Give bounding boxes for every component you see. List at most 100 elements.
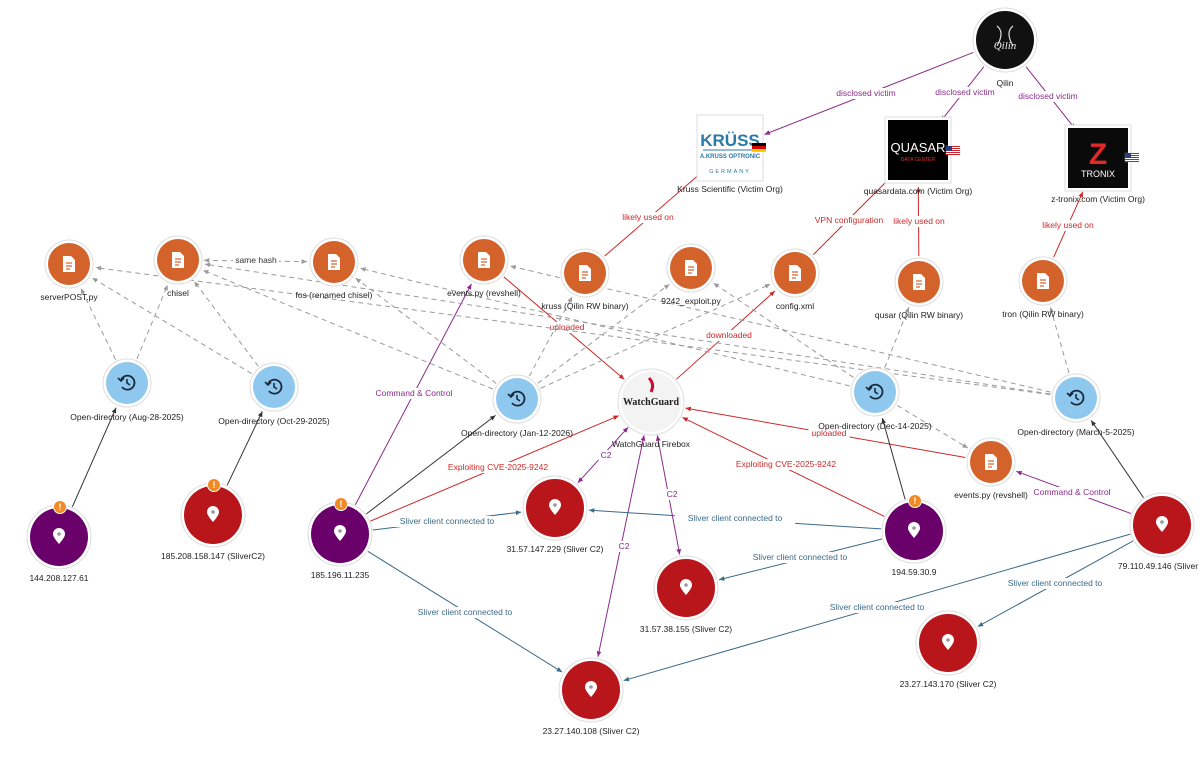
edge-watchguard-ip6[interactable]: C2 <box>596 435 646 657</box>
node-od2[interactable]: Open-directory (Oct-29-2025) <box>218 362 330 426</box>
edge-od5-chisel[interactable] <box>204 262 1051 395</box>
edge-line[interactable] <box>1090 420 1144 498</box>
edge-od3-fos[interactable] <box>355 277 497 384</box>
node-ip2[interactable]: !185.208.158.147 (SliverC2) <box>161 478 265 562</box>
edge-line[interactable] <box>881 417 906 500</box>
node-chisel[interactable]: chisel <box>153 235 203 298</box>
edge-line[interactable] <box>528 296 573 377</box>
edge-line[interactable] <box>1049 306 1070 374</box>
edge-line[interactable] <box>136 284 169 360</box>
edge-ip8-ip6[interactable]: Sliver client connected to <box>623 533 1131 682</box>
node-ip8[interactable]: 79.110.49.146 (Sliver C2) <box>1118 492 1200 571</box>
edge-line[interactable] <box>95 265 1051 396</box>
edge-tron-ztronix[interactable]: likely used on <box>1034 191 1102 258</box>
node-od4[interactable]: Open-directory (Dec-14-2025) <box>818 367 932 431</box>
node-serverpost[interactable]: serverPOST.py <box>40 239 98 302</box>
edge-ip7-od4[interactable] <box>881 417 906 500</box>
edge-od3-krussbin[interactable] <box>528 296 573 377</box>
edge-od4-fos[interactable] <box>360 267 850 387</box>
watchguard-logo[interactable] <box>621 372 681 432</box>
edge-od1-serverpost[interactable] <box>80 288 117 360</box>
qilin-logo[interactable] <box>976 11 1034 69</box>
node-events1[interactable]: events.py (revshell) <box>447 235 521 298</box>
edge-line[interactable] <box>226 411 263 486</box>
node-od5[interactable]: Open-directory (March-5-2025) <box>1017 373 1135 437</box>
edge-watchguard-config[interactable]: downloaded <box>675 290 776 380</box>
edge-qilin-quasar[interactable]: disclosed victim <box>926 66 1004 122</box>
edge-label: likely used on <box>622 212 674 222</box>
edge-ip3-ip4[interactable]: Sliver client connected to <box>372 510 522 531</box>
edge-od5-serverpost[interactable] <box>95 265 1051 396</box>
edge-line[interactable] <box>91 277 252 375</box>
node-tron[interactable]: tron (Qilin RW binary) <box>1002 256 1084 319</box>
edge-line[interactable] <box>193 281 259 367</box>
edge-line[interactable] <box>202 269 494 390</box>
edge-od3-exploit[interactable] <box>537 283 670 384</box>
edge-od3-config[interactable] <box>540 283 771 389</box>
file-icon <box>579 265 591 281</box>
node-od3[interactable]: Open-directory (Jan-12-2026) <box>461 374 573 438</box>
edge-ip8-od5[interactable] <box>1090 420 1144 498</box>
edge-od1-chisel[interactable] <box>136 284 169 360</box>
node-ip9[interactable]: 23.27.143.170 (Sliver C2) <box>900 610 997 689</box>
edge-ip8-ip9[interactable]: Sliver client connected to <box>977 540 1134 628</box>
node-od1[interactable]: Open-directory (Aug-28-2025) <box>70 358 184 422</box>
node-ip4[interactable]: 31.57.147.229 (Sliver C2) <box>507 475 604 554</box>
edge-events1-watchguard[interactable]: uploaded <box>503 276 625 380</box>
edge-od4-events2[interactable] <box>897 405 969 449</box>
node-krussbin[interactable]: kruss (Qilin RW binary) <box>541 248 629 311</box>
edge-qilin-kruss[interactable]: disclosed victim <box>764 51 974 135</box>
edge-line[interactable] <box>360 267 850 387</box>
edge-line[interactable] <box>80 288 117 360</box>
edge-ip7-ip5[interactable]: Sliver client connected to <box>718 538 883 581</box>
edge-od4-qusar[interactable] <box>884 306 910 369</box>
edge-od2-serverpost[interactable] <box>91 277 252 375</box>
edge-line[interactable] <box>365 414 496 515</box>
edge-ip2-od2[interactable] <box>226 411 263 486</box>
edge-events2-watchguard[interactable]: uploaded <box>685 406 966 458</box>
edge-watchguard-ip5[interactable]: C2 <box>655 435 682 555</box>
edge-ip7-watchguard[interactable]: Exploiting CVE-2025-9242 <box>682 416 885 517</box>
edge-ip8-events2[interactable]: Command & Control <box>1016 470 1132 515</box>
edge-od5-tron[interactable] <box>1049 306 1070 374</box>
edge-line[interactable] <box>355 277 497 384</box>
edge-config-quasar[interactable]: VPN configuration <box>808 175 893 255</box>
node-exploit[interactable]: 9242_exploit.py <box>661 243 722 306</box>
edge-ip1-od1[interactable] <box>71 407 117 508</box>
edge-ip3-watchguard[interactable]: Exploiting CVE-2025-9242 <box>370 415 619 522</box>
edge-chisel-fos[interactable]: same hash <box>203 255 308 266</box>
edge-qusar-quasar[interactable]: likely used on <box>885 186 953 257</box>
node-ip3[interactable]: !185.196.11.235 <box>307 497 373 581</box>
ip-pin-icon <box>53 528 65 544</box>
node-qusar[interactable]: qusar (Qilin RW binary) <box>875 257 963 320</box>
node-fos[interactable]: fos (renamed chisel) <box>295 237 373 300</box>
edge-qilin-ztronix[interactable]: disclosed victim <box>1009 66 1087 130</box>
edge-watchguard-ip4[interactable]: C2 <box>577 426 629 484</box>
edge-krussbin-kruss[interactable]: likely used on <box>604 171 703 257</box>
edge-ip3-events1[interactable]: Command & Control <box>354 283 472 506</box>
node-ip5[interactable]: 31.57.38.155 (Sliver C2) <box>640 555 732 634</box>
edge-line[interactable] <box>884 306 910 369</box>
edge-ip7-ip4[interactable]: Sliver client connected to <box>588 508 882 530</box>
edge-ip3-ip6[interactable]: Sliver client connected to <box>367 550 563 673</box>
edge-line[interactable] <box>540 283 771 389</box>
edge-line[interactable] <box>537 283 670 384</box>
edge-line[interactable] <box>71 407 117 508</box>
node-events2[interactable]: events.py (revshell) <box>954 437 1028 500</box>
edge-line[interactable] <box>204 262 1051 395</box>
edge-line[interactable] <box>203 258 308 264</box>
node-ip7[interactable]: !194.59.30.9 <box>881 494 947 578</box>
edge-line[interactable] <box>897 405 969 449</box>
node-config[interactable]: config.xml <box>770 248 820 311</box>
node-ip6[interactable]: 23.27.140.108 (Sliver C2) <box>543 657 640 736</box>
edge-od3-chisel[interactable] <box>202 269 494 390</box>
edge-od2-chisel[interactable] <box>193 281 259 367</box>
edge-ip3-od3[interactable] <box>365 414 496 515</box>
node-ip1[interactable]: !144.208.127.61 <box>26 500 92 584</box>
